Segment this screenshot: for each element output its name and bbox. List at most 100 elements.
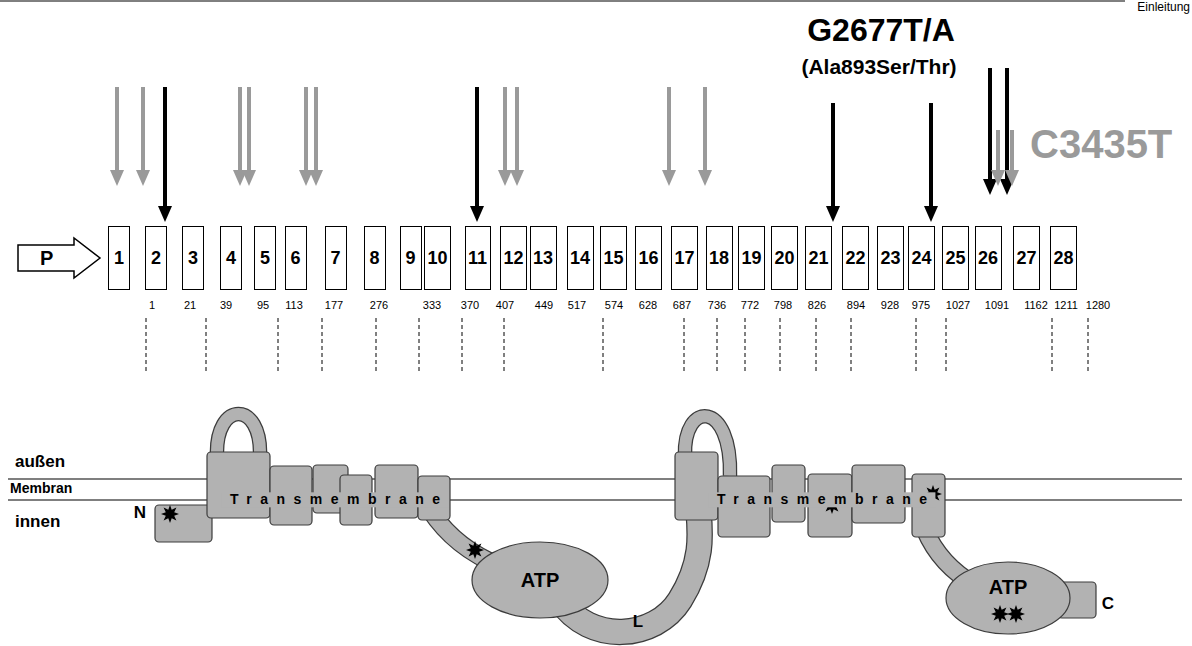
dashed-guide	[322, 318, 323, 372]
arrow-shaft	[515, 87, 519, 172]
arrow-head	[510, 170, 524, 186]
exon-box: 5	[254, 226, 276, 290]
exon-box: 7	[325, 226, 347, 290]
exon-box: 10	[424, 226, 451, 290]
ellipse-outline	[946, 562, 1070, 634]
exon-box: 2	[145, 226, 167, 290]
header-rule	[0, 1, 1125, 2]
snp-arrow	[498, 87, 512, 186]
dashed-guide	[419, 318, 420, 372]
membrane-line	[8, 499, 1182, 500]
dashed-guide	[780, 318, 781, 372]
domain-label: ATP	[521, 570, 560, 590]
arrow-head	[1005, 170, 1019, 186]
arrow-head	[983, 179, 997, 195]
exon-box: 19	[738, 226, 765, 290]
terminus-label: C	[1102, 595, 1114, 614]
snp-arrow	[662, 87, 676, 186]
snp-position-mark	[1007, 605, 1025, 623]
domain-label: Transmembrane	[221, 492, 448, 507]
snp-arrows	[110, 68, 1019, 222]
exon-number: 27	[1016, 249, 1036, 267]
amino-acid-position: 826	[808, 299, 826, 311]
exon-number: 24	[911, 249, 931, 267]
dashed-guide	[603, 318, 604, 372]
amino-acid-change: (Ala893Ser/Thr)	[801, 55, 956, 78]
amino-acid-position: 1027	[946, 299, 970, 311]
exon-number: 17	[674, 249, 694, 267]
arrow-shaft	[667, 87, 671, 172]
exon-number: 12	[503, 249, 523, 267]
arrow-shaft	[475, 87, 479, 208]
exon-number: 9	[405, 249, 415, 267]
arrow-head	[242, 170, 256, 186]
exon-number: 15	[603, 249, 623, 267]
arrow-head	[309, 170, 323, 186]
exon-box: 25	[942, 226, 969, 290]
snp-arrow	[309, 87, 323, 186]
snp-position-mark	[991, 605, 1009, 623]
exon-box: 1	[108, 226, 130, 290]
arrow-shaft	[929, 103, 933, 208]
amino-acid-position: 772	[741, 299, 759, 311]
exon-box: 8	[364, 226, 386, 290]
exon-number: 1	[114, 249, 124, 267]
transmembrane-helix	[675, 452, 718, 520]
amino-acid-position: 95	[257, 299, 269, 311]
amino-acid-position: 370	[461, 299, 479, 311]
amino-acid-position: 628	[639, 299, 657, 311]
amino-acid-position: 894	[847, 299, 865, 311]
amino-acid-position: 407	[496, 299, 514, 311]
amino-acid-position: 1162	[1024, 299, 1048, 311]
exon-box: 28	[1050, 226, 1077, 290]
amino-acid-position: 21	[184, 299, 196, 311]
snp-name: G2677T/A	[807, 13, 955, 48]
arrow-head	[662, 170, 676, 186]
exon-number: 5	[260, 249, 270, 267]
snp-arrow	[470, 87, 484, 222]
exon-number: 22	[845, 249, 865, 267]
arrow-shaft	[247, 87, 251, 172]
exon-box: 6	[285, 226, 307, 290]
atp-binding-domain: ATP	[946, 562, 1070, 634]
exon-box: 26	[975, 226, 1002, 290]
promoter-label: P	[40, 248, 53, 268]
dashed-guide	[851, 318, 852, 372]
dashed-guide	[684, 318, 685, 372]
side-label: innen	[15, 513, 60, 532]
snp-arrow	[1005, 130, 1019, 186]
exon-box: 15	[600, 226, 627, 290]
arrow-shaft	[831, 103, 835, 208]
arrow-shaft	[314, 87, 318, 172]
dashed-guide	[206, 318, 207, 372]
amino-acid-position: 798	[774, 299, 792, 311]
exon-box: 9	[400, 226, 422, 290]
arrow-head	[136, 170, 150, 186]
linker-label: L	[633, 613, 643, 632]
arrow-shaft	[1005, 68, 1009, 181]
arrow-shaft	[703, 87, 707, 172]
exon-number: 7	[330, 249, 340, 267]
exon-box: 21	[805, 226, 832, 290]
dashed-guide	[504, 318, 505, 372]
exon-number: 18	[709, 249, 729, 267]
exon-number: 19	[741, 249, 761, 267]
atp-binding-domain: ATP	[472, 542, 608, 618]
exon-number: 26	[978, 249, 998, 267]
exon-box: 24	[908, 226, 935, 290]
exon-box: 13	[530, 226, 557, 290]
exon-box: 17	[671, 226, 698, 290]
exon-number: 13	[533, 249, 553, 267]
transmembrane-helix	[207, 452, 270, 518]
exon-number: 23	[880, 249, 900, 267]
arrow-shaft	[988, 68, 992, 181]
arrow-shaft	[141, 87, 145, 172]
snp-arrow	[158, 87, 172, 222]
extracellular-loop-outline	[217, 414, 260, 456]
snp-arrow	[698, 87, 712, 186]
amino-acid-position: 1280	[1086, 299, 1110, 311]
arrow-head	[498, 170, 512, 186]
side-label: außen	[15, 453, 65, 472]
amino-acid-position: 928	[881, 299, 899, 311]
